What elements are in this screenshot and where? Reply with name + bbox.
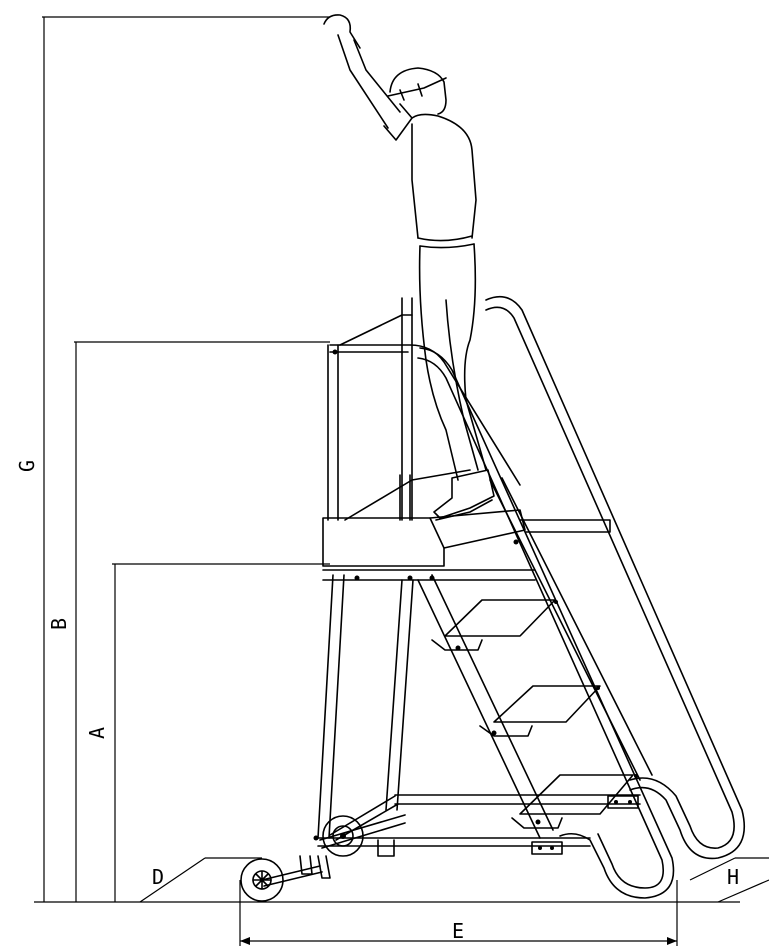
label-b: B xyxy=(47,618,71,630)
dimension-labels: G B A D E H xyxy=(15,460,739,943)
worker-figure xyxy=(323,14,495,521)
label-a: A xyxy=(85,727,109,739)
label-d: D xyxy=(152,865,164,889)
label-e: E xyxy=(452,919,464,943)
label-h: H xyxy=(727,865,739,889)
label-g: G xyxy=(15,460,39,472)
dimension-lines xyxy=(34,16,769,946)
ladder xyxy=(240,295,746,902)
